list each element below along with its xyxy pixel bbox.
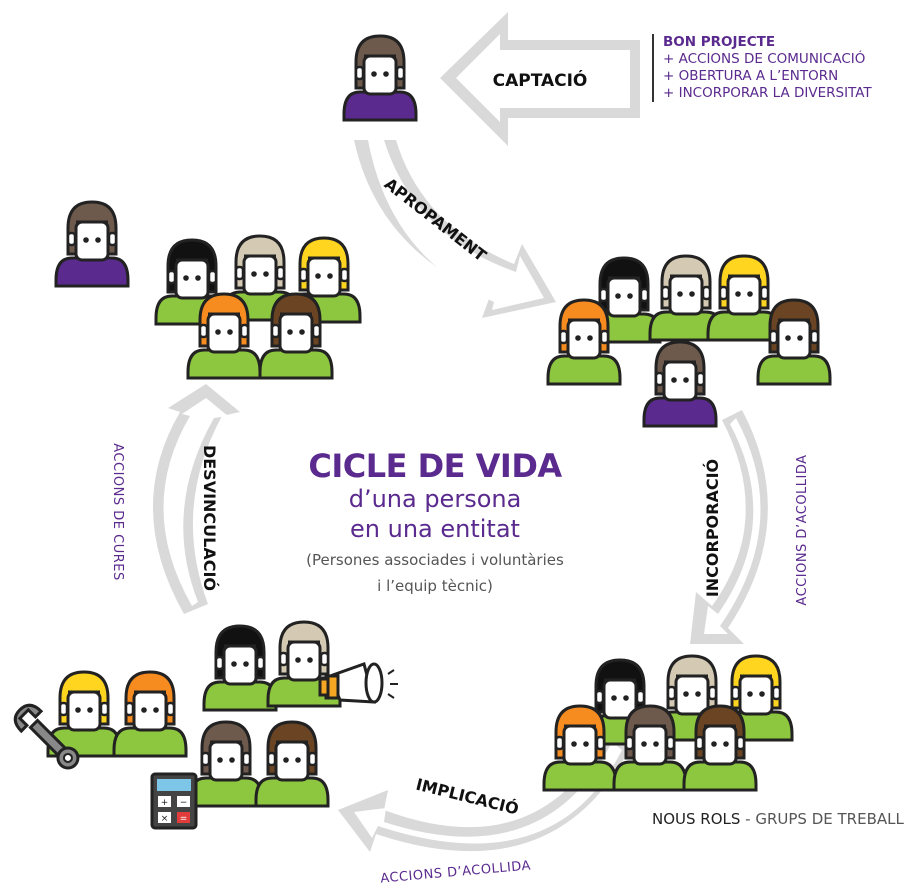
subtitle-line-1: d’una persona bbox=[348, 485, 522, 513]
calculator-icon: + − × = bbox=[150, 772, 198, 830]
svg-text:×: × bbox=[161, 814, 169, 824]
svg-text:+: + bbox=[161, 798, 169, 808]
accions-acollida-bottom: ACCIONS D’ACOLLIDA bbox=[380, 858, 532, 886]
note-item: + ACCIONS DE COMUNICACIÓ bbox=[663, 51, 866, 67]
nous-rols-label: NOUS ROLS bbox=[652, 810, 741, 828]
person-redhead-bl bbox=[112, 670, 188, 758]
person-purple-top bbox=[342, 34, 418, 122]
accions-cures-label: ACCIONS DE CURES bbox=[110, 443, 125, 580]
person-dark-bl bbox=[188, 720, 264, 808]
svg-text:=: = bbox=[180, 814, 188, 824]
center-title-block: CICLE DE VIDA d’una persona en una entit… bbox=[270, 448, 600, 596]
megaphone-icon bbox=[318, 662, 398, 704]
cycle-arrows bbox=[152, 12, 768, 852]
nous-rols-caption: NOUS ROLS - GRUPS DE TREBALL bbox=[652, 810, 904, 828]
incorporacio-label: INCORPORACIÓ bbox=[703, 459, 722, 597]
captacio-label: CAPTACIÓ bbox=[493, 69, 588, 91]
main-title: CICLE DE VIDA bbox=[308, 447, 562, 485]
note-line-1: (Persones associades i voluntàries bbox=[306, 551, 564, 569]
person-brown-bl bbox=[254, 720, 330, 808]
bon-projecte-heading: BON PROJECTE bbox=[663, 34, 776, 50]
note-line-2: i l’equip tècnic) bbox=[377, 577, 493, 595]
implicacio-label: IMPLICACIÓ bbox=[414, 775, 521, 819]
note-item: + INCORPORAR LA DIVERSITAT bbox=[663, 85, 872, 101]
wrench-icon bbox=[13, 703, 80, 770]
bon-projecte-notes: BON PROJECTE + ACCIONS DE COMUNICACIÓ + … bbox=[652, 34, 872, 102]
accions-acollida-right: ACCIONS D’ACOLLIDA bbox=[795, 454, 810, 605]
person-purple-left bbox=[54, 200, 130, 288]
note-item: + OBERTURA A L’ENTORN bbox=[663, 68, 839, 84]
person-purple-right bbox=[642, 340, 718, 428]
subtitle-line-2: en una entitat bbox=[350, 515, 520, 543]
grups-treball-label: - GRUPS DE TREBALL bbox=[740, 810, 904, 828]
person-curly-bl bbox=[202, 624, 278, 712]
desvinculacio-label: DESVINCULACIÓ bbox=[200, 445, 219, 591]
svg-text:−: − bbox=[180, 798, 188, 808]
